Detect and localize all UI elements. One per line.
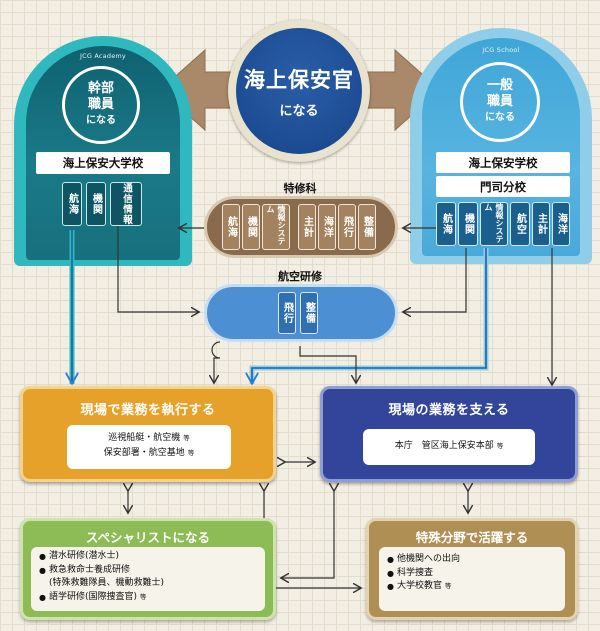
special-course-box: 情報システム bbox=[262, 204, 290, 250]
special-course-box: 主計 bbox=[298, 204, 316, 250]
school-course-box: 航海 bbox=[436, 202, 456, 246]
special-field-item: 科学捜査 bbox=[387, 567, 557, 581]
execute-detail-panel: 巡視船艇・航空機 等 保安部署・航空基地 等 bbox=[67, 425, 231, 469]
school-ring-line-2: 職員 bbox=[486, 94, 513, 109]
school-ring-line-3: になる bbox=[485, 112, 515, 123]
execute-box: 現場で業務を執行する 巡視船艇・航空機 等 保安部署・航空基地 等 bbox=[20, 386, 276, 482]
center-title: 海上保安官 bbox=[244, 67, 354, 92]
special-field-item: 他機関への出向 bbox=[387, 553, 557, 567]
academy-school-name: 海上保安大学校 bbox=[36, 152, 170, 174]
school-ring-line-1: 一般 bbox=[486, 78, 513, 93]
specialist-title: スペシャリストになる bbox=[85, 530, 211, 545]
specialist-item: (特殊救難隊員、機動救難士) bbox=[49, 578, 165, 588]
special-course-box: 機関 bbox=[242, 204, 260, 250]
school-course-box: 航空 bbox=[510, 202, 530, 246]
specialist-list: 潜水研修(潜水士) 救急救命士養成研修 (特殊救難隊員、機動救難士) 語学研修(… bbox=[31, 547, 265, 611]
school-tag: JCG School bbox=[482, 46, 520, 54]
school-course-box: 主計 bbox=[532, 202, 550, 246]
execute-etc-2: 等 bbox=[187, 449, 195, 457]
specialist-box: スペシャリストになる 潜水研修(潜水士) 救急救命士養成研修 (特殊救難隊員、機… bbox=[20, 518, 276, 620]
special-field-list: 他機関への出向 科学捜査 大学校教官 等 bbox=[379, 547, 565, 611]
school-course-box: 機関 bbox=[458, 202, 478, 246]
academy-ring-line-1: 幹部 bbox=[87, 81, 114, 96]
support-specialist-line bbox=[282, 490, 334, 578]
execute-title: 現場で業務を執行する bbox=[80, 403, 216, 418]
aviation-course-box: 飛行 bbox=[278, 292, 296, 334]
execute-field-line bbox=[264, 490, 360, 588]
support-title: 現場の業務を支える bbox=[388, 403, 510, 418]
academy-course-box: 通信情報 bbox=[110, 182, 142, 226]
special-course-box: 飛行 bbox=[338, 204, 356, 250]
center-subtitle: になる bbox=[279, 103, 319, 119]
academy-tag: JCG Academy bbox=[80, 52, 126, 60]
support-line: 本庁 管区海上保安本部 bbox=[394, 441, 494, 451]
academy-course-box: 機関 bbox=[86, 182, 106, 226]
execute-line-1: 巡視船艇・航空機 等 bbox=[108, 433, 190, 443]
special-course-box: 海洋 bbox=[318, 204, 336, 250]
center-goal: 海上保安官 になる bbox=[236, 28, 362, 154]
specialist-item: 語学研修(国際捜査官) 等 bbox=[39, 591, 257, 605]
support-etc: 等 bbox=[496, 442, 504, 450]
aviation-course-box: 整備 bbox=[300, 292, 318, 334]
special-course-box: 整備 bbox=[358, 204, 376, 250]
academy-ring-line-3: になる bbox=[86, 115, 116, 126]
special-course-box: 航海 bbox=[222, 204, 240, 250]
school-course-box: 海洋 bbox=[552, 202, 570, 246]
special-field-item: 大学校教官 等 bbox=[387, 580, 557, 594]
specialist-item: 救急救命士養成研修 bbox=[39, 564, 257, 578]
support-box: 現場の業務を支える 本庁 管区海上保安本部 等 bbox=[320, 386, 578, 482]
school-branch-name: 門司分校 bbox=[436, 176, 570, 197]
school-role-ring: 一般 職員 になる bbox=[460, 62, 540, 142]
execute-line-2: 保安部署・航空基地 等 bbox=[103, 448, 195, 458]
specialist-item: 潜水研修(潜水士) bbox=[39, 550, 257, 564]
academy-ring-line-2: 職員 bbox=[87, 97, 114, 112]
aviation-down-line bbox=[299, 346, 356, 382]
school-name: 海上保安学校 bbox=[436, 152, 570, 173]
special-field-box: 特殊分野で活躍する 他機関への出向 科学捜査 大学校教官 等 bbox=[366, 518, 578, 620]
academy-role-ring: 幹部 職員 になる bbox=[62, 66, 140, 144]
support-detail-panel: 本庁 管区海上保安本部 等 bbox=[363, 429, 535, 465]
academy-course-box: 航海 bbox=[62, 182, 82, 226]
special-field-title: 特殊分野で活躍する bbox=[415, 530, 529, 545]
special-training-label: 特修科 bbox=[283, 182, 317, 195]
execute-etc-1: 等 bbox=[183, 434, 190, 442]
school-course-box: 情報システム bbox=[480, 202, 508, 246]
aviation-training-label: 航空研修 bbox=[278, 270, 322, 283]
